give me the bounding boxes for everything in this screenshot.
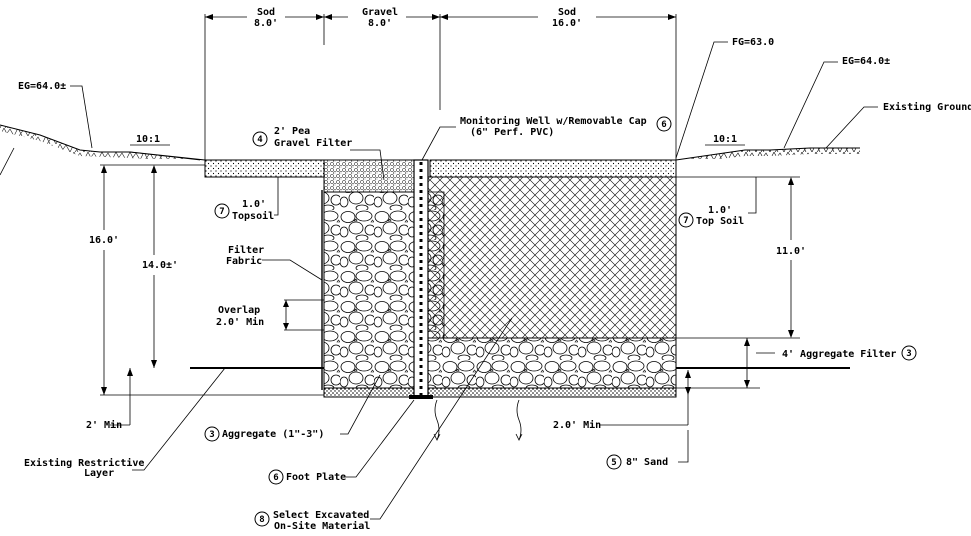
vertical-dimensions: 16.0' 14.0±' 11.0' <box>89 164 806 426</box>
select-line1: Select Excavated <box>273 510 369 521</box>
overlap-line2: 2.0' Min <box>216 316 264 328</box>
pea-gravel-line1: 2' Pea <box>274 126 310 137</box>
sod-left-label: Sod <box>257 7 275 18</box>
existing-ground-left: 10:1 <box>0 124 206 176</box>
fg-leader <box>675 41 728 159</box>
aggregate-side <box>427 191 445 339</box>
slope-right-label: 10:1 <box>713 134 737 145</box>
drain-arrow-left <box>433 399 441 441</box>
sand-text: 8" Sand <box>626 457 668 468</box>
monitoring-line2: (6" Perf. PVC) <box>470 127 554 138</box>
existing-ground-label: Existing Ground <box>883 101 971 113</box>
aggregate-filter-text: 4' Aggregate Filter <box>782 348 896 360</box>
topsoil-right-num: 7 <box>683 216 688 226</box>
filter-fabric-line2: Fabric <box>226 255 262 267</box>
select-num-circle <box>254 511 270 527</box>
topsoil-right-num-circle <box>678 212 694 228</box>
monitoring-num: 6 <box>661 120 666 130</box>
restrictive-line1: Existing Restrictive <box>24 457 144 469</box>
aggregate-num: 3 <box>209 430 214 440</box>
sod-left <box>204 159 325 178</box>
sod-right <box>429 159 677 178</box>
select-line2: On-Site Material <box>274 520 370 532</box>
pea-gravel-line2: Gravel Filter <box>274 137 352 149</box>
topsoil-right-leader <box>748 177 757 214</box>
topsoil-right-line1: 1.0' <box>708 205 732 216</box>
slope-left-label: 10:1 <box>136 134 160 145</box>
restrictive-leader <box>132 367 226 471</box>
monitoring-num-circle <box>656 116 672 132</box>
sod-left-value: 8.0' <box>254 18 278 29</box>
aggregate-leader <box>340 374 381 435</box>
pea-gravel-num-circle <box>252 131 268 147</box>
drain-arrow-right <box>515 399 523 441</box>
topsoil-left-num: 7 <box>219 207 224 217</box>
eg-right-leader <box>783 61 838 149</box>
topsoil-left-leader <box>274 177 279 216</box>
dim-sixteen: 16.0' <box>89 235 119 246</box>
sod-right-label: Sod <box>558 7 576 18</box>
pea-gravel-leader <box>350 149 385 181</box>
pea-gravel-filter <box>323 159 415 193</box>
existing-ground-right: 10:1 <box>675 134 860 161</box>
dim-fourteen: 14.0±' <box>142 260 178 271</box>
eg-left-label: EG=64.0± <box>18 81 66 92</box>
two-min-right: 2.0' Min <box>553 419 601 431</box>
foot-plate-num-circle <box>268 469 284 485</box>
select-num: 8 <box>259 515 264 525</box>
pea-gravel-num: 4 <box>257 135 263 145</box>
aggregate-column <box>323 191 415 389</box>
monitoring-well <box>409 159 433 399</box>
sand-layer <box>323 387 677 398</box>
sod-right-value: 16.0' <box>552 18 582 29</box>
foot-plate-leader <box>346 399 415 478</box>
topsoil-right-line2: Top Soil <box>696 215 744 227</box>
aggregate-filter-num-circle <box>901 345 917 361</box>
foot-plate-text: Foot Plate <box>286 472 346 483</box>
overlap-line1: Overlap <box>218 305 260 316</box>
sand-num-circle <box>606 454 622 470</box>
foot-plate <box>409 395 433 399</box>
eg-left-leader <box>70 85 93 149</box>
monitoring-line1: Monitoring Well w/Removable Cap <box>460 115 647 127</box>
top-dimensions: Sod 8.0' Gravel 8.0' Sod 16.0' <box>204 7 677 160</box>
aggregate-filter-num: 3 <box>906 349 911 359</box>
gravel-label: Gravel <box>362 7 398 18</box>
topsoil-left-line2: Topsoil <box>232 210 274 222</box>
foot-plate-num: 6 <box>273 473 278 483</box>
aggregate-num-circle <box>204 426 220 442</box>
topsoil-left-num-circle <box>214 203 230 219</box>
two-min-left: 2' Min <box>86 419 122 431</box>
gravel-value: 8.0' <box>368 18 392 29</box>
sand-num: 5 <box>611 458 616 468</box>
select-material-fill <box>427 176 677 339</box>
filter-fabric-line1: Filter <box>228 244 264 256</box>
restrictive-line2: Layer <box>84 468 114 479</box>
monitoring-leader <box>421 126 456 161</box>
fg-label: FG=63.0 <box>732 37 774 48</box>
sand-leader <box>678 430 689 463</box>
eg-right-label: EG=64.0± <box>842 56 890 67</box>
filter-fabric-leader <box>262 259 323 281</box>
existing-ground-leader <box>825 106 878 149</box>
topsoil-left-line1: 1.0' <box>242 199 266 210</box>
dim-eleven: 11.0' <box>776 246 806 257</box>
aggregate-text: Aggregate (1"-3") <box>222 429 324 440</box>
select-leader <box>370 317 513 520</box>
